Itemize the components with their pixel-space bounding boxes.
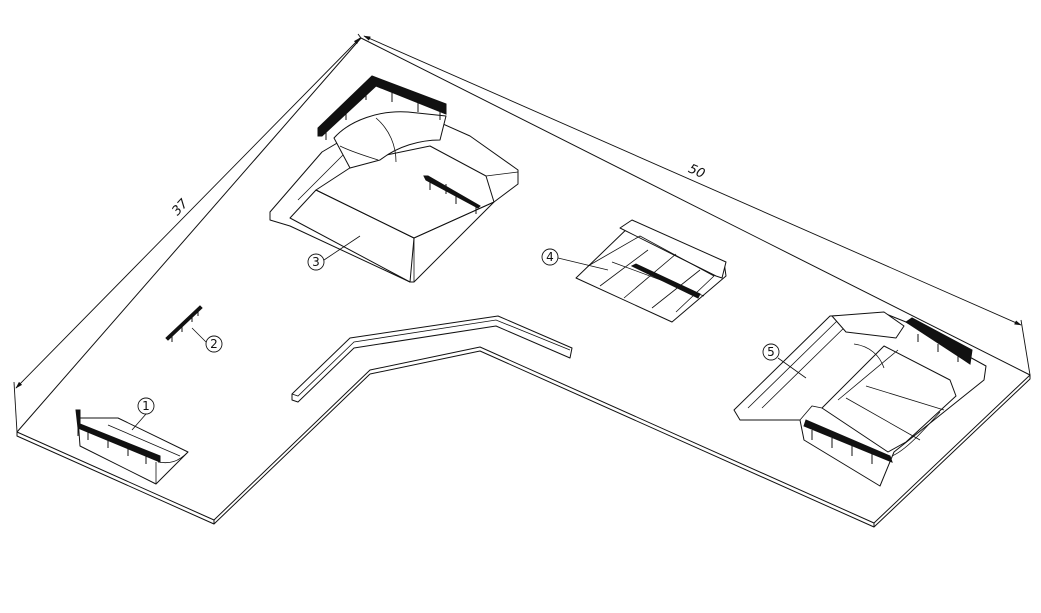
balloon-5: 5 [762,343,807,379]
balloon-4-label: 4 [546,250,554,264]
balloon-1: 1 [131,397,155,431]
dimension-width-label: 37 [169,196,192,219]
dimension-length: 50 [363,35,1031,376]
balloon-1-label: 1 [142,399,150,413]
center-ledge [291,315,573,403]
balloon-5-label: 5 [767,345,775,359]
feature-4-funbox [575,219,727,323]
feature-1-quarter-pipe [75,409,189,485]
feature-3-bowl [269,75,519,283]
balloon-2-label: 2 [210,337,218,351]
feature-2-rail [165,305,203,342]
dimension-length-label: 50 [686,162,707,182]
balloon-4: 4 [541,248,609,271]
balloon-3-label: 3 [312,255,320,269]
feature-5-mini-ramp [733,311,987,487]
balloon-2: 2 [191,327,223,353]
balloon-3: 3 [307,235,361,271]
